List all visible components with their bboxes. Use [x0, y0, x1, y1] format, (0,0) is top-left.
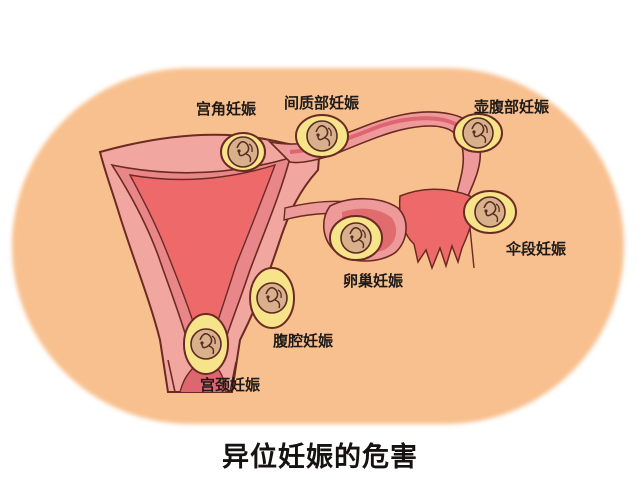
label-interstitial-pregnancy: 间质部妊娠 [284, 94, 360, 112]
sac-ampullary [453, 113, 503, 153]
sac-fimbrial [463, 190, 517, 234]
sac-ovarian [329, 215, 383, 261]
label-cervical-pregnancy: 宫颈妊娠 [200, 376, 261, 394]
sac-cervical [183, 313, 229, 375]
label-ovarian-pregnancy: 卵巢妊娠 [343, 272, 404, 290]
label-abdominal-pregnancy: 腹腔妊娠 [273, 332, 334, 350]
page-title: 异位妊娠的危害 [222, 442, 418, 473]
label-ampullary-pregnancy: 壶腹部妊娠 [474, 98, 550, 116]
sac-cornual [220, 132, 266, 172]
sac-interstitial [295, 114, 349, 158]
label-fimbrial-pregnancy: 伞段妊娠 [506, 240, 567, 258]
sac-abdominal [249, 267, 295, 329]
uterus [98, 133, 322, 393]
label-cornual-pregnancy: 宫角妊娠 [196, 100, 257, 118]
